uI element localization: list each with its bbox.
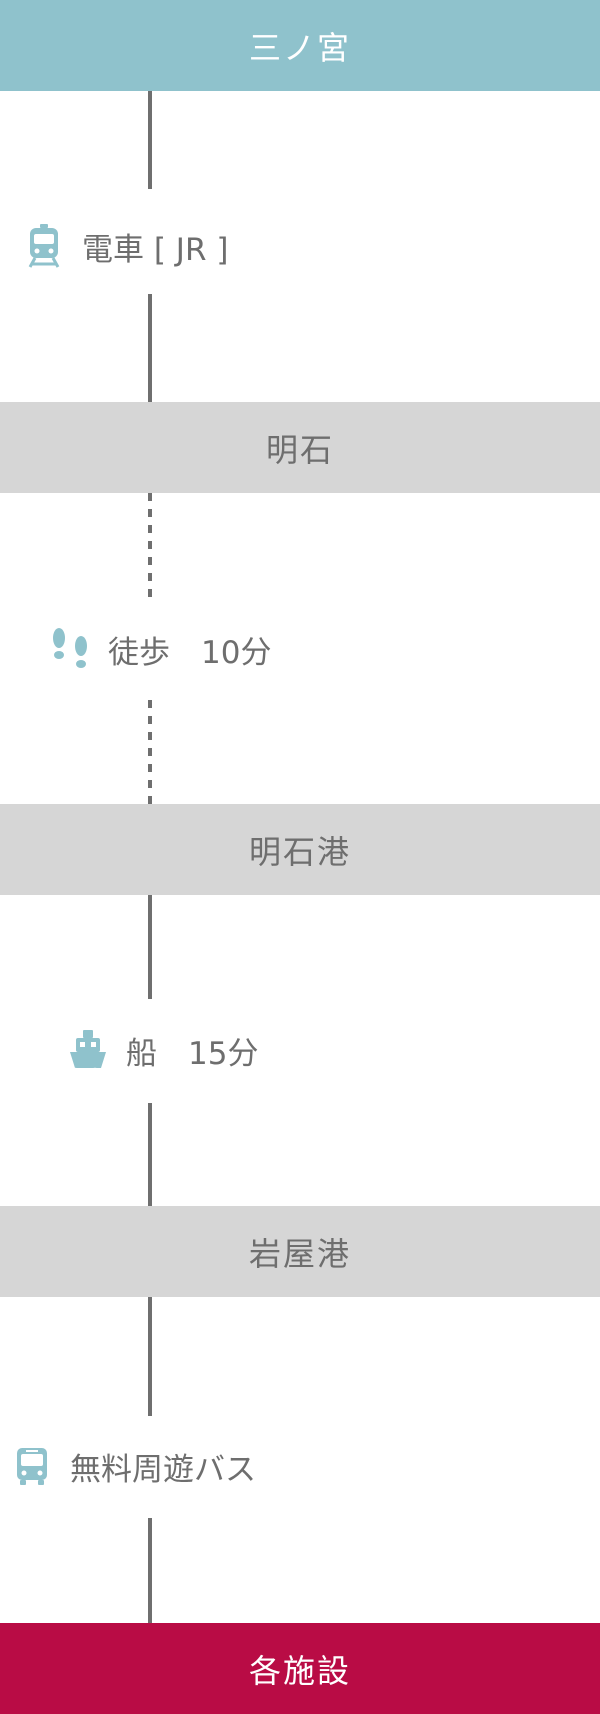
station-akashi-port-label: 明石港 [248,832,351,871]
route-line [148,895,152,999]
station-akashi-port: 明石港 [0,804,600,895]
station-sannomiya-label: 三ノ宮 [248,28,351,67]
route-line-dotted [148,493,152,599]
train-icon [24,222,64,270]
station-sannomiya: 三ノ宮 [0,0,600,91]
ship-icon [68,1026,108,1074]
station-facilities: 各施設 [0,1623,600,1714]
route-line [148,91,152,189]
route-line-dotted [148,700,152,804]
route-line [148,1518,152,1623]
route-train: 電車 [ JR ] [24,216,228,276]
route-bus: 無料周遊バス [12,1436,256,1496]
route-line [148,1103,152,1206]
station-akashi-label: 明石 [265,430,334,469]
route-walk-label: 徒歩 10分 [108,634,272,671]
station-iwaya-port: 岩屋港 [0,1206,600,1297]
route-train-label: 電車 [ JR ] [82,231,229,268]
route-line [148,294,152,402]
bus-icon [12,1442,52,1490]
station-facilities-label: 各施設 [248,1651,351,1690]
route-walk: 徒歩 10分 [50,619,271,679]
route-line [148,1297,152,1416]
footprints-icon [50,625,90,673]
route-ship: 船 15分 [68,1020,258,1080]
route-bus-label: 無料周遊バス [70,1451,256,1488]
station-iwaya-port-label: 岩屋港 [248,1234,351,1273]
station-akashi: 明石 [0,402,600,493]
route-ship-label: 船 15分 [126,1035,259,1072]
